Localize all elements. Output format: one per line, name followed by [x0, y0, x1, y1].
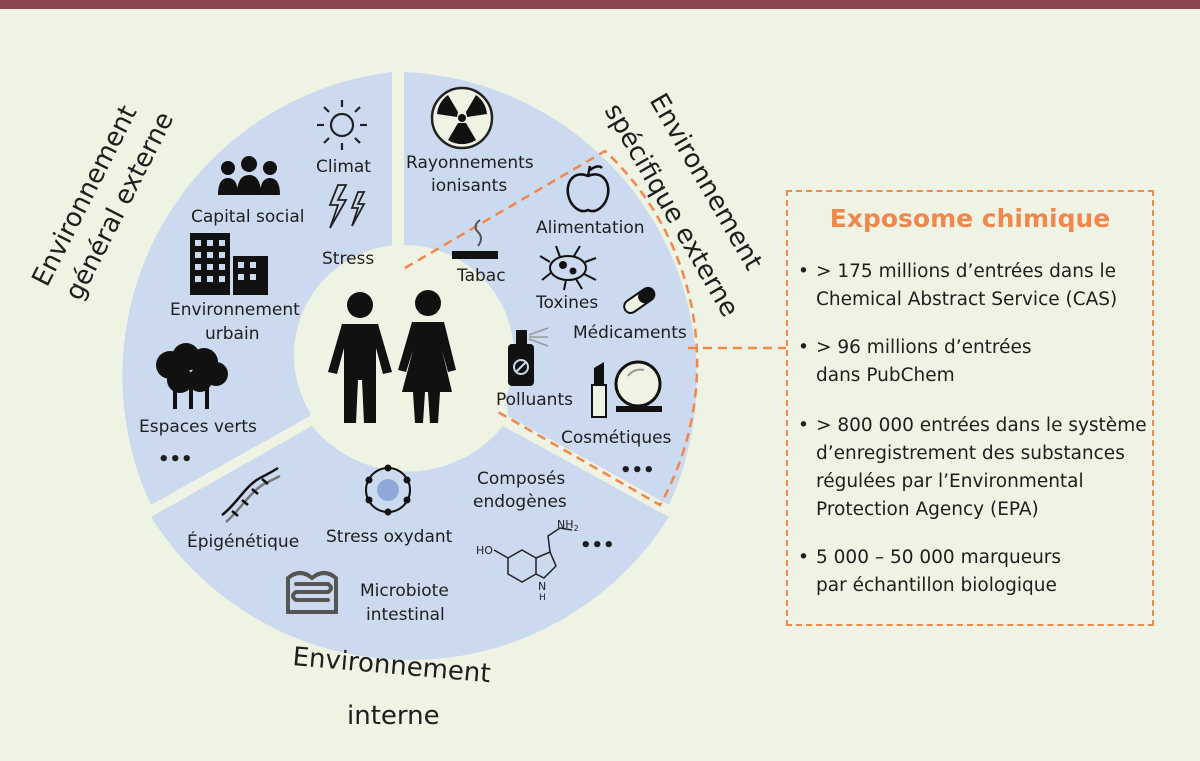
label-tabac: Tabac — [456, 266, 506, 286]
label-rayonnements-1: Rayonnements — [406, 153, 534, 173]
exposome-chimique-box: Exposome chimique •> 175 millions d’entr… — [786, 190, 1154, 626]
exposome-bullet: •> 175 millions d’entrées dans le Chemic… — [798, 261, 1118, 310]
apple-icon — [566, 165, 610, 213]
label-epigenetique: Épigénétique — [187, 530, 299, 552]
sun-icon — [317, 100, 367, 150]
title-interne-line2: interne — [347, 701, 440, 731]
label-microbiote-1: Microbiote — [360, 581, 449, 601]
label-stress-oxydant: Stress oxydant — [326, 527, 453, 547]
specific-more-dots: ••• — [620, 460, 655, 481]
molecule-ho: HO — [476, 544, 493, 557]
label-rayonnements-2: ionisants — [431, 176, 507, 196]
exposome-title: Exposome chimique — [829, 204, 1111, 233]
general-more-dots: ••• — [158, 449, 193, 470]
exposome-bullet: •5 000 – 50 000 marqueurs par échantillo… — [798, 547, 1062, 596]
trees-icon — [156, 343, 228, 409]
label-alimentation: Alimentation — [536, 218, 645, 238]
pill-icon — [623, 286, 656, 314]
exposome-bullet: •> 96 millions d’entrées dans PubChem — [798, 337, 1032, 386]
label-capital-social: Capital social — [191, 207, 304, 227]
buildings-icon — [190, 233, 268, 295]
oxidative-stress-icon — [365, 464, 411, 516]
label-composes-1: Composés — [477, 469, 565, 489]
intestine-icon — [286, 571, 338, 614]
dna-icon — [221, 466, 281, 523]
label-composes-2: endogènes — [473, 492, 567, 512]
label-microbiote-2: intestinal — [366, 605, 445, 625]
label-polluants: Polluants — [496, 390, 573, 410]
internal-more-dots: ••• — [580, 535, 615, 556]
molecule-n: N — [538, 580, 546, 593]
lightning-icon — [328, 184, 366, 229]
molecule-icon: NH2 HO N H — [476, 518, 579, 603]
radiation-icon — [430, 86, 494, 150]
label-environnement-urbain-1: Environnement — [170, 300, 300, 320]
microbe-icon — [539, 245, 597, 291]
cigarette-icon — [452, 219, 498, 259]
label-stress: Stress — [322, 249, 374, 269]
specific-outline-dashed — [404, 149, 699, 507]
label-espaces-verts: Espaces verts — [139, 417, 257, 437]
molecule-h: H — [539, 593, 546, 603]
label-medicaments: Médicaments — [573, 323, 687, 343]
molecule-nh2: NH2 — [557, 518, 579, 533]
label-environnement-urbain-2: urbain — [205, 324, 259, 344]
people-group-icon — [218, 156, 280, 195]
couple-icon — [328, 290, 456, 423]
exposome-bullet: •> 800 000 entrées dans le système d’enr… — [798, 415, 1147, 520]
spray-bottle-icon — [508, 327, 549, 386]
label-climat: Climat — [316, 157, 371, 177]
label-toxines: Toxines — [535, 293, 598, 313]
sector-interne — [151, 426, 669, 661]
lipstick-mirror-icon — [591, 360, 662, 418]
label-cosmetiques: Cosmétiques — [561, 428, 672, 448]
top-bar — [0, 0, 1200, 9]
